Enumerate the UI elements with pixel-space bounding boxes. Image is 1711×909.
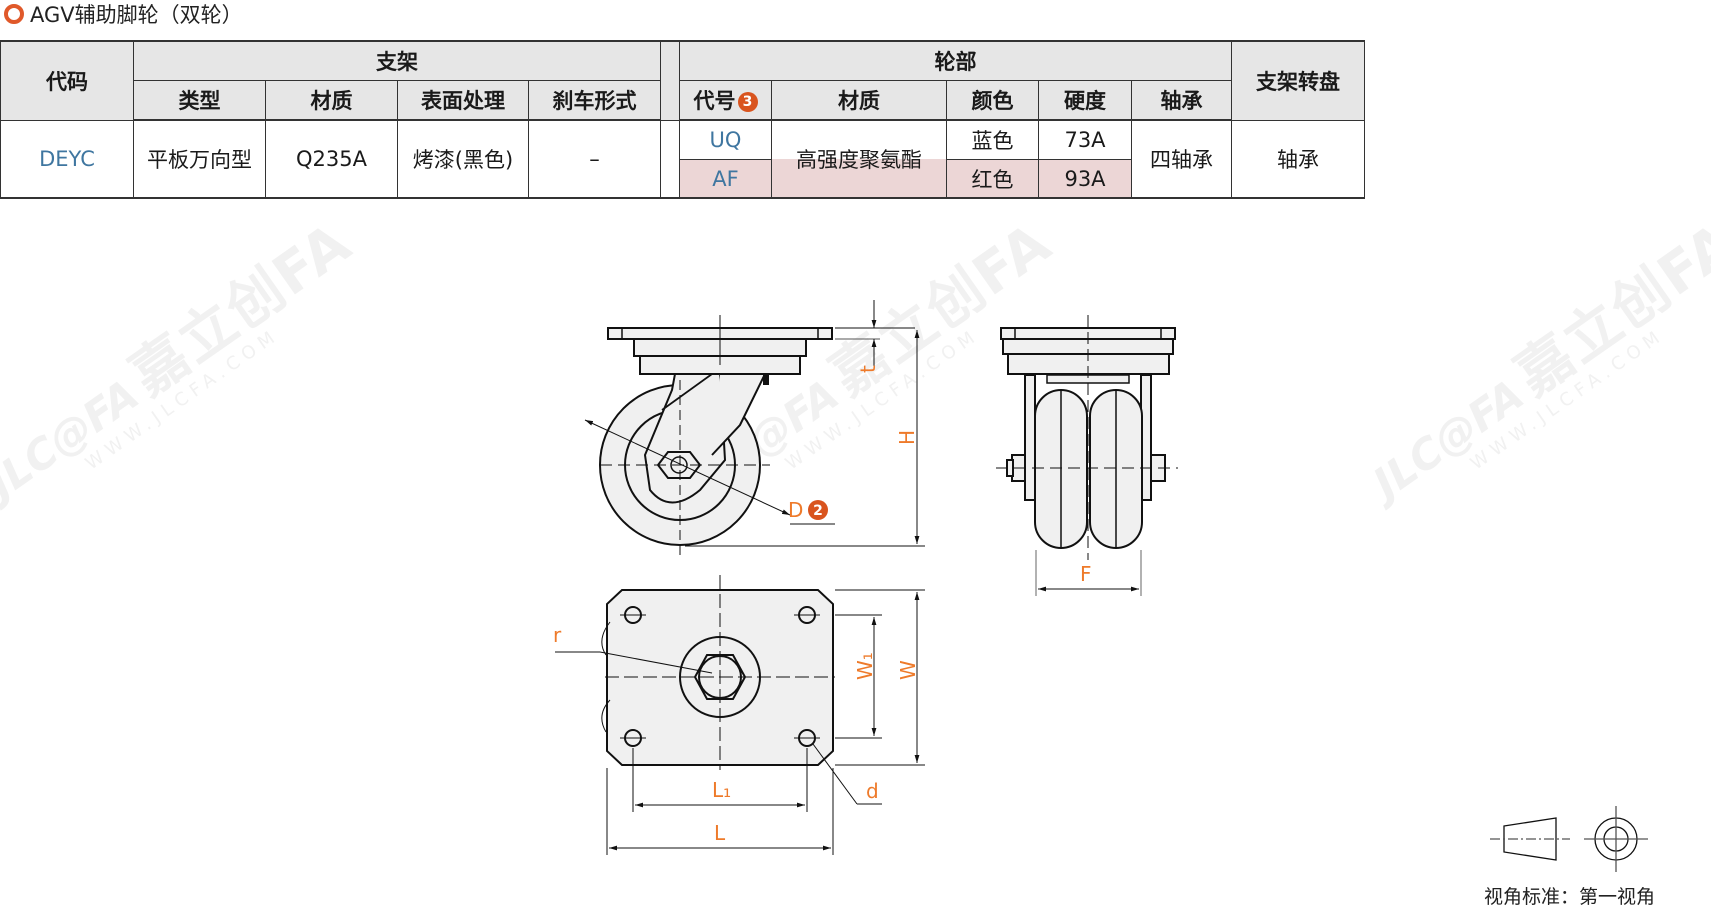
header-turntable: 支架转盘 <box>1231 40 1365 121</box>
column-gap <box>660 40 680 121</box>
note-badge-2 <box>808 500 828 520</box>
cell-hardness: 73A <box>1038 119 1132 160</box>
label-r: r <box>553 623 562 647</box>
header-bracket-group: 支架 <box>133 40 661 81</box>
header-bracket-type: 类型 <box>133 80 266 121</box>
header-bearing: 轴承 <box>1131 80 1232 121</box>
label-H: H <box>895 430 919 445</box>
first-angle-projection-symbol <box>1490 806 1648 872</box>
label-W: W <box>896 660 920 680</box>
title-text: AGV辅助脚轮（双轮） <box>30 3 243 27</box>
header-surface: 表面处理 <box>397 80 529 121</box>
cell-surface: 烤漆(黑色) <box>397 119 529 199</box>
side-view-centerlines <box>584 300 925 560</box>
header-bracket-material: 材质 <box>265 80 398 121</box>
projection-caption: 视角标准：第一视角 <box>1484 886 1656 908</box>
cell-hardness: 93A <box>1038 159 1132 199</box>
label-L: L <box>714 821 726 845</box>
cell-bracket-material: Q235A <box>265 119 398 199</box>
label-F: F <box>1080 562 1092 586</box>
cell-wheel-code: AF <box>679 159 772 199</box>
label-L1: L₁ <box>712 778 731 802</box>
note-badge-3: 3 <box>737 92 758 112</box>
note-badge-2-text: 2 <box>813 503 823 519</box>
header-wheel-material: 材质 <box>771 80 947 121</box>
cell-wheel-color: 蓝色 <box>946 119 1039 160</box>
cell-turntable: 轴承 <box>1231 119 1365 199</box>
cell-code: DEYC <box>0 119 134 199</box>
header-wheel-color: 颜色 <box>946 80 1039 121</box>
cell-wheel-code: UQ <box>679 119 772 160</box>
cell-wheel-material: 高强度聚氨酯 <box>771 119 947 199</box>
header-code: 代码 <box>0 40 134 121</box>
table-row: DEYC 平板万向型 Q235A 烤漆(黑色) – UQ 高强度聚氨酯 蓝色 7… <box>0 119 1365 199</box>
header-hardness: 硬度 <box>1038 80 1132 121</box>
table-row: AF 红色 93A <box>1 159 1365 199</box>
cell-brake: – <box>528 119 661 199</box>
label-D: D <box>788 498 803 522</box>
header-wheel-code-label: 代号 <box>693 89 736 113</box>
header-wheel-group: 轮部 <box>679 40 1232 81</box>
cell-bracket-type: 平板万向型 <box>133 119 266 199</box>
plate-view-dimensions <box>555 575 925 855</box>
header-brake: 刹车形式 <box>528 80 661 121</box>
cell-wheel-color: 红色 <box>946 159 1039 199</box>
label-W1: W₁ <box>853 652 877 680</box>
front-view-centerlines <box>996 315 1178 596</box>
label-t: t <box>856 365 880 373</box>
ring-icon <box>4 4 24 24</box>
label-d: d <box>866 779 879 803</box>
front-view <box>1000 327 1176 549</box>
page-title: AGV辅助脚轮（双轮） <box>4 0 243 28</box>
